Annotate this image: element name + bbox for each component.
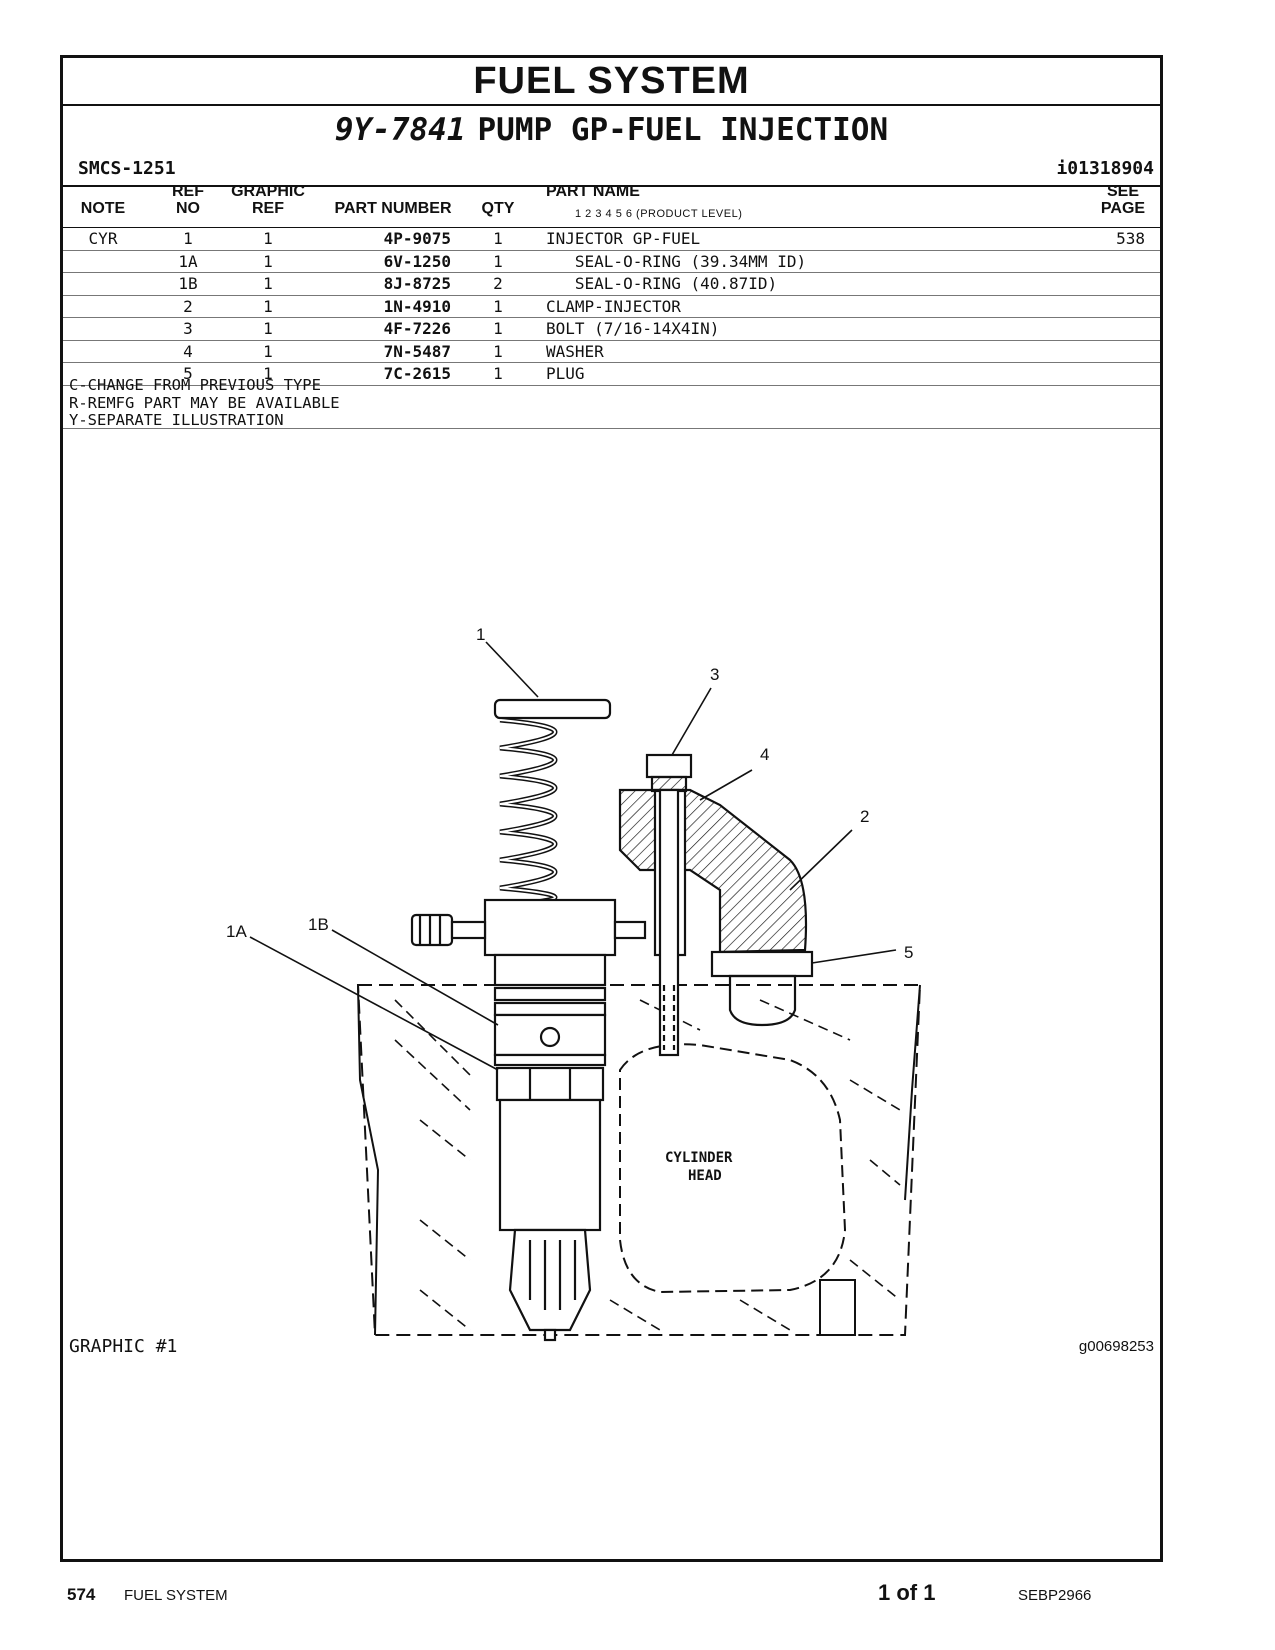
- legend-line: R-REMFG PART MAY BE AVAILABLE: [69, 393, 340, 412]
- cell-qty: 1: [493, 251, 503, 271]
- cell-name: PLUG: [546, 364, 585, 383]
- cell-part: 4F-7226: [383, 319, 451, 338]
- cell-name: WASHER: [546, 341, 604, 361]
- cell-part: 1N-4910: [383, 296, 451, 316]
- cell-ref: 2: [183, 296, 193, 316]
- cylinder-head-label-1: CYLINDER: [665, 1150, 733, 1166]
- graphic-label: GRAPHIC #1: [69, 1336, 178, 1357]
- legend-line: Y-SEPARATE ILLUSTRATION: [69, 411, 284, 429]
- cell-note: CYR: [88, 229, 118, 248]
- cell-qty: 2: [493, 274, 503, 293]
- cell-gref: 1: [263, 274, 273, 293]
- cell-part: 6V-1250: [383, 251, 451, 271]
- table-row: 1A 1 6V-1250 1 SEAL-O-RING (39.34MM ID): [63, 251, 1160, 273]
- cell-ref: 4: [183, 341, 193, 361]
- cell-name: CLAMP-INJECTOR: [546, 296, 681, 316]
- clamp-bolt: [645, 753, 693, 1057]
- cell-ref: 1: [183, 229, 193, 248]
- group-title: 9Y-7841 PUMP GP-FUEL INJECTION: [63, 110, 1160, 150]
- callout-leaders: [249, 641, 897, 1071]
- cell-qty: 1: [493, 364, 503, 383]
- cell-qty: 1: [493, 229, 503, 248]
- table-row: 5 1 7C-2615 1 PLUG: [63, 363, 1160, 386]
- cell-part: 7N-5487: [383, 341, 451, 361]
- callout-4: 4: [760, 745, 769, 764]
- callout-1: 1: [476, 625, 485, 644]
- smcs-code: SMCS-1251: [78, 158, 176, 179]
- footer-page-of: 1 of 1: [878, 1580, 936, 1605]
- cell-qty: 1: [493, 296, 503, 316]
- footer-section: FUEL SYSTEM: [124, 1587, 228, 1604]
- cell-ref: 5: [183, 364, 193, 383]
- cell-gref: 1: [263, 364, 273, 383]
- legend-divider: [63, 428, 1160, 429]
- cell-qty: 1: [493, 341, 503, 361]
- cell-gref: 1: [263, 319, 273, 338]
- section-title: FUEL SYSTEM: [63, 58, 1160, 106]
- head-plug: [710, 950, 814, 1027]
- cylinder-head: [356, 984, 922, 1336]
- cell-ref: 3: [183, 319, 193, 338]
- product-levels: 1 2 3 4 5 6 (PRODUCT LEVEL): [575, 208, 743, 220]
- callout-1a: 1A: [226, 922, 247, 941]
- cell-gref: 1: [263, 296, 273, 316]
- table-row: 2 1 1N-4910 1 CLAMP-INJECTOR: [63, 296, 1160, 318]
- table-row: CYR 1 1 4P-9075 1 INJECTOR GP-FUEL 538: [63, 228, 1160, 251]
- cell-ref: 1B: [178, 274, 198, 293]
- cell-qty: 1: [493, 319, 503, 338]
- cell-part: 8J-8725: [383, 274, 451, 293]
- col-part-number: PART NUMBER: [334, 200, 452, 217]
- cell-gref: 1: [263, 229, 273, 248]
- cell-page: 538: [1116, 229, 1145, 248]
- callout-2: 2: [860, 807, 869, 826]
- cell-part: 4P-9075: [383, 229, 451, 248]
- table-row: 3 1 4F-7226 1 BOLT (7/16-14X4IN): [63, 318, 1160, 341]
- cylinder-head-label-2: HEAD: [688, 1168, 722, 1184]
- col-qty: QTY: [481, 200, 515, 217]
- cell-ref: 1A: [178, 251, 198, 271]
- cell-name: SEAL-O-RING (39.34MM ID): [546, 251, 807, 271]
- header-divider: [63, 185, 1160, 187]
- parts-table: CYR 1 1 4P-9075 1 INJECTOR GP-FUEL 538 1A 1 6V-12…: [63, 228, 1160, 386]
- table-header-divider: [63, 227, 1160, 228]
- fuel-injector: [410, 698, 647, 1342]
- footer-doc-number: SEBP2966: [1018, 1587, 1092, 1604]
- table-row: 1B 1 8J-8725 2 SEAL-O-RING (40.87ID): [63, 273, 1160, 296]
- cell-gref: 1: [263, 251, 273, 271]
- col-note: NOTE: [80, 200, 126, 217]
- callout-5: 5: [904, 943, 913, 962]
- footer-page-number: 574: [67, 1585, 96, 1604]
- group-name: PUMP GP-FUEL INJECTION: [477, 112, 889, 148]
- cell-name: BOLT (7/16-14X4IN): [546, 319, 720, 338]
- cell-name: INJECTOR GP-FUEL: [546, 229, 701, 248]
- graphic-id: g00698253: [1078, 1338, 1154, 1355]
- cell-name: SEAL-O-RING (40.87ID): [546, 274, 778, 293]
- cell-gref: 1: [263, 341, 273, 361]
- col-part-name: PART NAME: [546, 183, 640, 200]
- cell-part: 7C-2615: [383, 364, 451, 383]
- group-number: 9Y-7841: [334, 112, 466, 148]
- legend-line: C-CHANGE FROM PREVIOUS TYPE: [69, 376, 321, 394]
- document-id: i01318904: [1056, 158, 1154, 179]
- callout-3: 3: [710, 665, 719, 684]
- injector-clamp: [618, 788, 808, 957]
- callout-1b: 1B: [308, 915, 329, 934]
- table-row: 4 1 7N-5487 1 WASHER: [63, 341, 1160, 363]
- page-frame: FUEL SYSTEM 9Y-7841 PUMP GP-FUEL INJECTIO…: [60, 55, 1163, 1562]
